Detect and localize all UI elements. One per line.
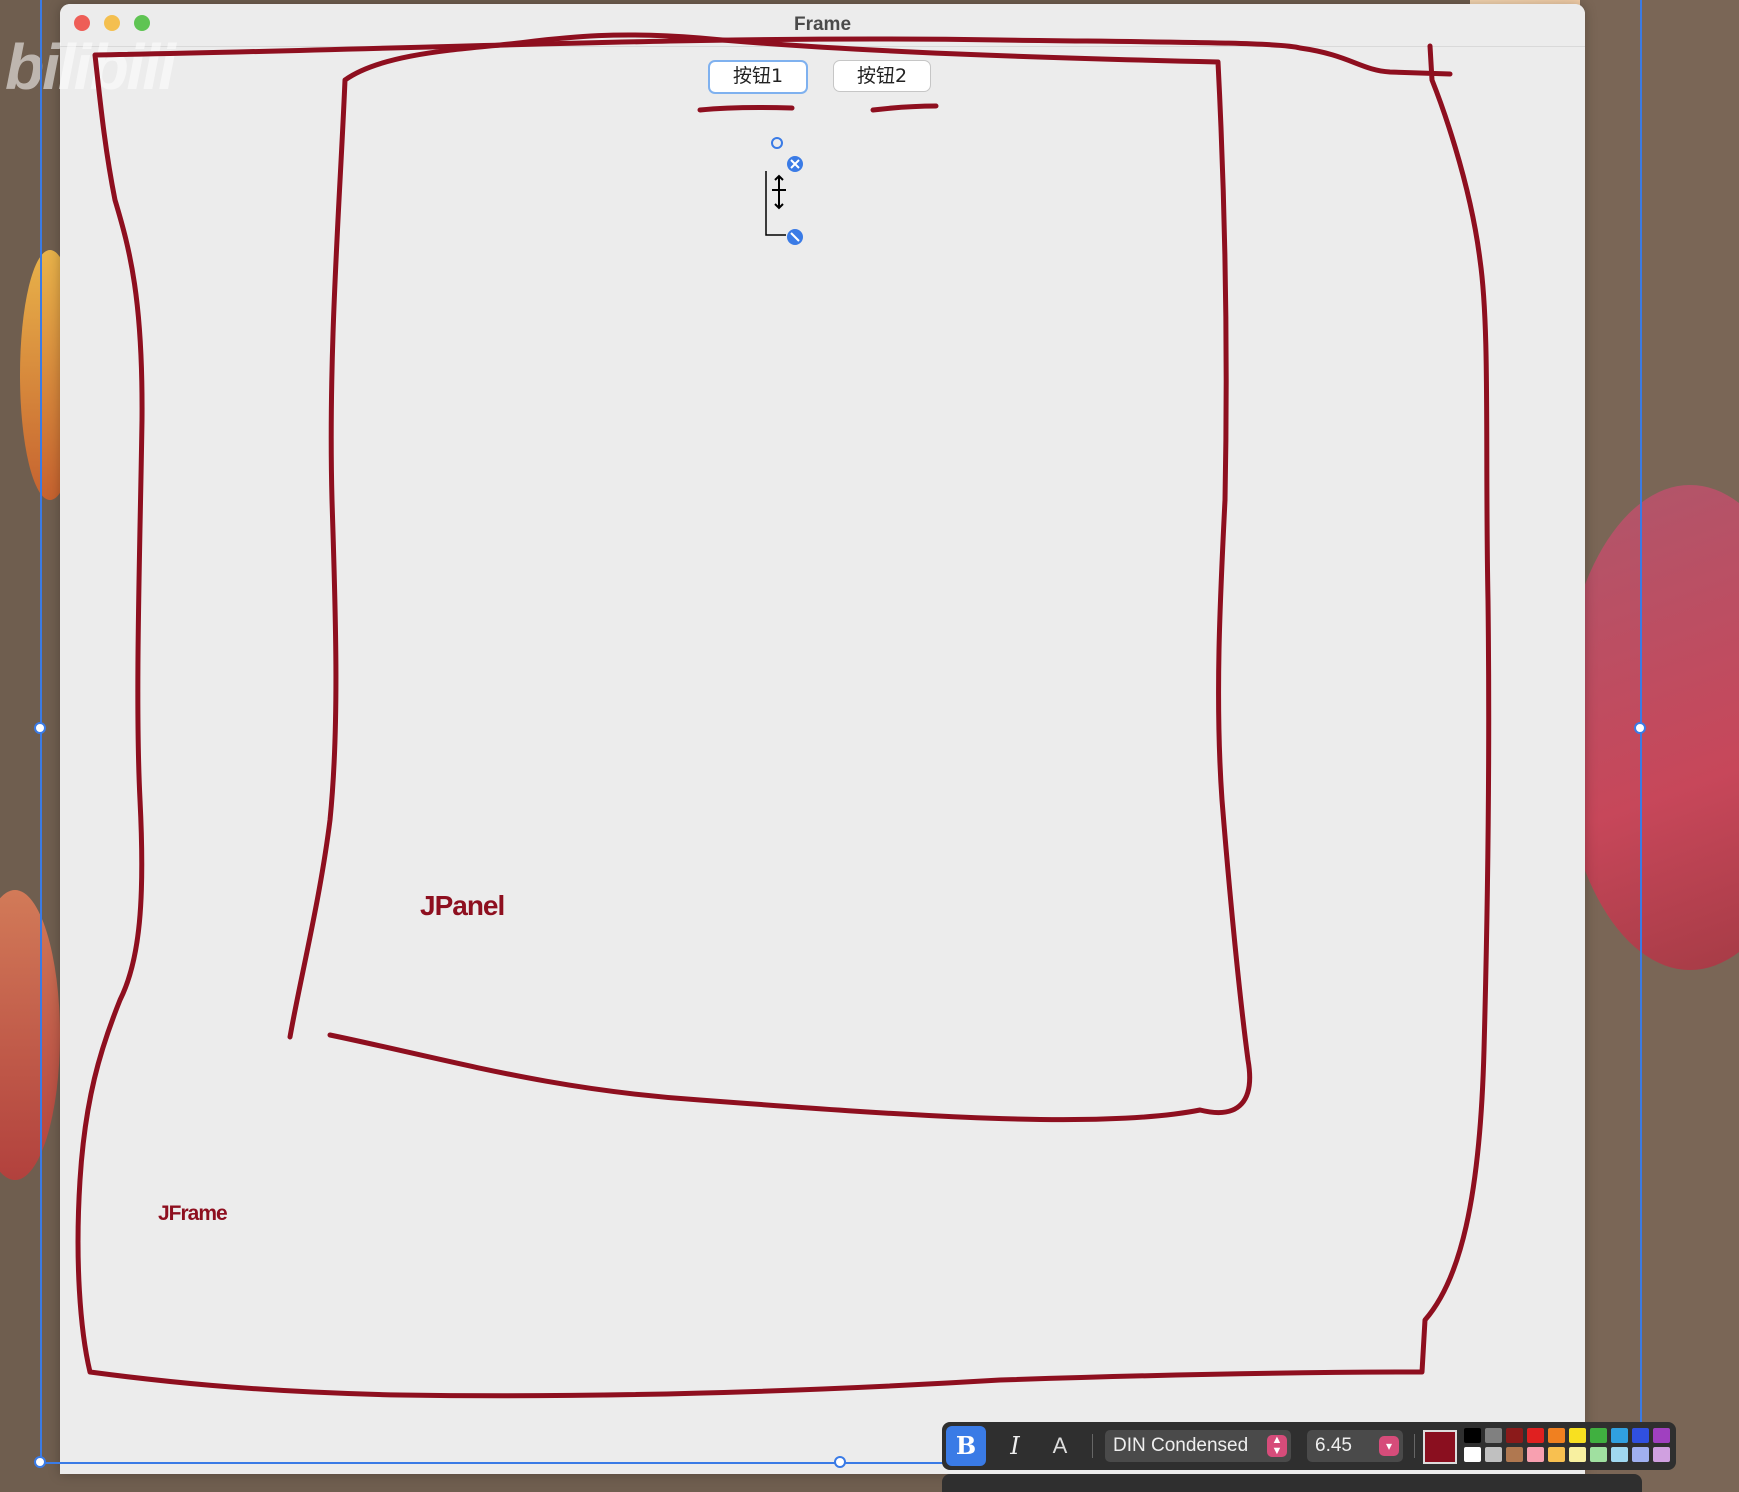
- button-2[interactable]: 按钮2: [833, 60, 931, 92]
- color-swatch[interactable]: [1464, 1447, 1481, 1462]
- color-swatch[interactable]: [1464, 1428, 1481, 1443]
- color-swatch[interactable]: [1632, 1447, 1649, 1462]
- color-swatch[interactable]: [1548, 1447, 1565, 1462]
- color-swatch[interactable]: [1611, 1447, 1628, 1462]
- window-title: Frame: [793, 14, 852, 35]
- zoom-window-button[interactable]: [134, 15, 150, 31]
- bilibili-watermark: bilibili: [5, 31, 176, 103]
- resize-handle-right[interactable]: [1634, 722, 1646, 734]
- toolbar-divider: [1414, 1434, 1415, 1458]
- drawing-tools-toolbar: [942, 1474, 1642, 1492]
- color-swatch[interactable]: [1611, 1428, 1628, 1443]
- text-format-toolbar: B I A DIN Condensed ▲▼ 6.45 ▾: [942, 1422, 1676, 1470]
- jpanel-label: JPanel: [420, 890, 505, 921]
- color-swatch[interactable]: [1653, 1428, 1670, 1443]
- color-swatch[interactable]: [1527, 1447, 1544, 1462]
- toolbar-divider: [1092, 1434, 1093, 1458]
- resize-handle-bottom[interactable]: [834, 1456, 846, 1468]
- wallpaper-shape-left: [0, 890, 60, 1180]
- rotate-handle-icon: [771, 137, 783, 149]
- font-family-value: DIN Condensed: [1113, 1435, 1249, 1456]
- button-1[interactable]: 按钮1: [708, 60, 808, 94]
- chevron-down-icon[interactable]: ▾: [1379, 1436, 1399, 1456]
- title-bar[interactable]: Frame: [60, 4, 1585, 47]
- color-swatch[interactable]: [1632, 1428, 1649, 1443]
- jframe-label: JFrame: [158, 1202, 228, 1225]
- color-swatch[interactable]: [1569, 1428, 1586, 1443]
- move-cursor-icon: [772, 174, 786, 210]
- current-color-swatch[interactable]: [1423, 1430, 1457, 1464]
- color-swatch[interactable]: [1590, 1447, 1607, 1462]
- resize-handle-left[interactable]: [34, 722, 46, 734]
- font-size-field[interactable]: 6.45 ▾: [1307, 1430, 1403, 1462]
- bold-button[interactable]: B: [946, 1426, 986, 1466]
- color-swatch[interactable]: [1590, 1428, 1607, 1443]
- color-swatch[interactable]: [1506, 1447, 1523, 1462]
- color-palette: [1464, 1428, 1670, 1464]
- font-size-value: 6.45: [1315, 1435, 1352, 1456]
- text-box-widget[interactable]: [758, 133, 808, 248]
- color-swatch[interactable]: [1653, 1447, 1670, 1462]
- color-swatch[interactable]: [1485, 1447, 1502, 1462]
- color-swatch[interactable]: [1548, 1428, 1565, 1443]
- color-swatch[interactable]: [1506, 1428, 1523, 1443]
- italic-button[interactable]: I: [1010, 1432, 1020, 1460]
- outline-text-button[interactable]: A: [1052, 1433, 1068, 1458]
- resize-handle-bottom-left[interactable]: [34, 1456, 46, 1468]
- color-swatch[interactable]: [1527, 1428, 1544, 1443]
- frame-window: Frame 按钮1 按钮2: [60, 4, 1585, 1474]
- minimize-window-button[interactable]: [104, 15, 120, 31]
- color-swatch[interactable]: [1569, 1447, 1586, 1462]
- stepper-icon[interactable]: ▲▼: [1267, 1435, 1287, 1457]
- font-family-select[interactable]: DIN Condensed ▲▼: [1105, 1430, 1291, 1462]
- color-swatch[interactable]: [1485, 1428, 1502, 1443]
- text-box-frame: [765, 171, 786, 236]
- close-window-button[interactable]: [74, 15, 90, 31]
